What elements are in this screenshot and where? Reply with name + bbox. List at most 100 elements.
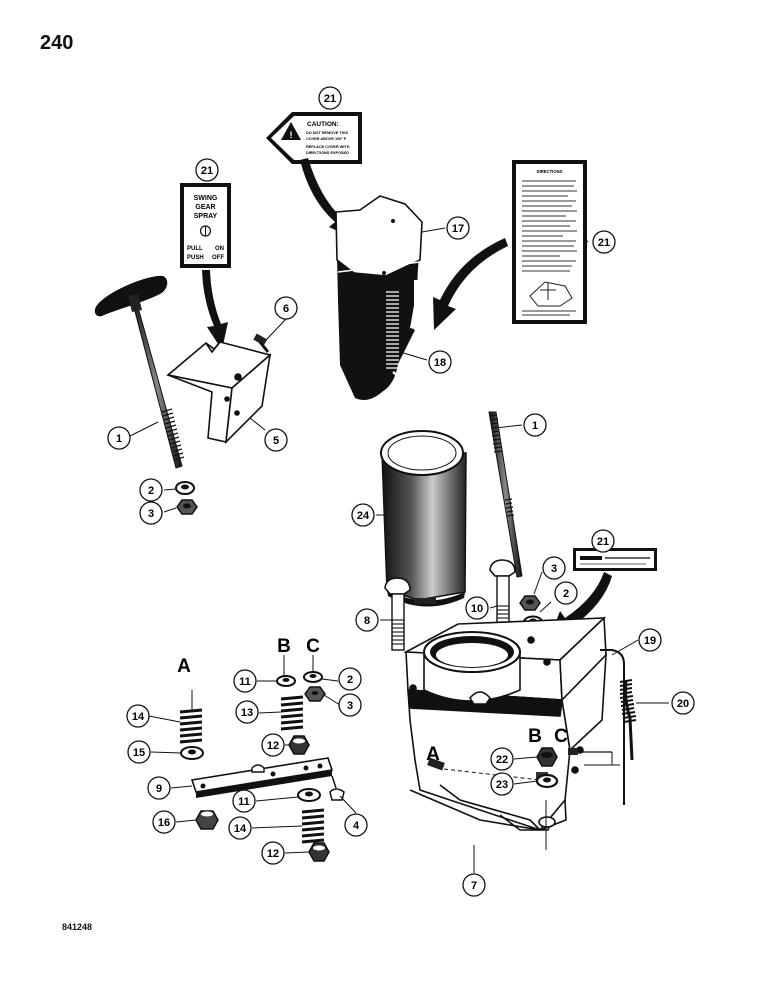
callout-12: 12 [267,848,279,860]
decal-swing-line: SWING [194,195,218,202]
callout-4: 4 [353,820,360,832]
nut-12-upper [288,735,310,755]
callout-21: 21 [598,237,610,249]
letter-a-left: A [177,656,191,677]
callout-14: 14 [234,823,247,835]
callout-13: 13 [241,707,253,719]
callout-21: 21 [324,93,336,105]
directions-heading: DIRECTIONS [537,169,563,174]
bar-9 [190,757,334,798]
nut-left [176,499,198,515]
hook [379,275,394,283]
decal-on: ON [215,246,224,252]
spring-13 [280,695,304,731]
callout-21: 21 [597,536,609,548]
figure-code: 841248 [62,922,93,932]
nut-3-c [304,686,326,702]
callout-24: 24 [357,510,370,522]
letter-a-right: A [426,744,440,765]
cover [335,195,423,400]
callout-20: 20 [677,698,689,710]
decal-spray-line: SPRAY [194,213,218,220]
page-number: 240 [40,32,74,54]
warning-triangle-icon [281,122,301,140]
decal-off: OFF [212,255,224,261]
washer-11-lower [297,788,321,802]
callout-18: 18 [434,357,446,369]
callout-9: 9 [156,783,162,795]
callout-7: 7 [471,880,477,892]
decal-directions: DIRECTIONS [512,160,587,324]
callout-17: 17 [452,223,464,235]
housing [403,616,607,831]
callout-1: 1 [116,433,122,445]
nut-right [519,595,541,611]
decal-gear-line: GEAR [195,204,215,211]
side-screws [568,748,620,766]
callout-2: 2 [347,674,353,686]
caution-line-4: DIRECTIONS EXPOSED [306,151,349,155]
callout-11: 11 [239,676,251,688]
decal-push: PUSH [187,255,204,261]
callout-numbers: 21 21 17 21 6 18 1 5 1 2 3 24 3 2 21 8 1… [116,93,689,892]
callout-2: 2 [563,588,569,600]
spring-14-lower [301,808,325,844]
bolt-8 [384,577,411,651]
washer-15 [180,746,204,760]
caution-line-1: DO NOT REMOVE THIS [306,131,348,135]
filter-cylinder [380,430,467,607]
nut-12-lower [308,842,330,862]
letter-c-left: C [306,636,320,657]
directions-text-lines [522,180,577,272]
svg-text:!: ! [290,130,293,140]
directions-illustration [529,281,573,307]
spring [386,291,405,409]
washer-2-c [303,671,323,683]
callout-5: 5 [273,435,279,447]
tube [600,649,625,805]
rod-right [488,411,523,578]
leader-lines [129,227,669,873]
callout-3: 3 [347,700,353,712]
caution-heading: CAUTION: [307,121,339,128]
reference-letters: A B C A B C [177,636,568,765]
housing-collar [423,631,521,705]
callout-15: 15 [133,747,145,759]
callout-21: 21 [201,165,213,177]
callout-6: 6 [283,303,289,315]
callout-3: 3 [551,563,557,575]
callout-12: 12 [267,740,279,752]
washer-left [175,481,195,495]
spring-14-upper [179,708,203,744]
callout-2: 2 [148,485,154,497]
decal-caution: ! CAUTION: DO NOT REMOVE THIS COVER ABOV… [266,112,362,164]
t-handle-rod [94,275,185,469]
callout-22: 22 [496,754,508,766]
caution-line-2: COVER ABOVE 100° F [306,137,347,141]
callout-14: 14 [132,711,145,723]
letter-b-left: B [277,636,291,657]
washer-11-b [276,675,296,687]
callout-1: 1 [532,420,538,432]
bracket [166,341,272,445]
washer-23 [535,773,559,789]
locknut-16 [195,810,219,830]
letter-b-right: B [528,726,542,747]
clip-4 [329,775,345,801]
callout-bubbles [107,86,695,897]
callout-10: 10 [471,603,483,615]
callout-11: 11 [238,796,250,808]
screw-small [253,333,270,353]
caution-line-3: REPLACE COVER WITH [306,145,350,149]
decal-pull: PULL [187,246,203,252]
callout-3: 3 [148,508,154,520]
decal-swing-gear-spray: SWING GEAR SPRAY PULL ON PUSH OFF [180,183,231,268]
bar-pin [251,764,265,773]
callout-23: 23 [496,779,508,791]
letter-c-right: C [554,726,568,747]
callout-19: 19 [644,635,656,647]
nut-22 [536,747,558,767]
callout-8: 8 [364,615,370,627]
decal-strip [573,548,657,571]
